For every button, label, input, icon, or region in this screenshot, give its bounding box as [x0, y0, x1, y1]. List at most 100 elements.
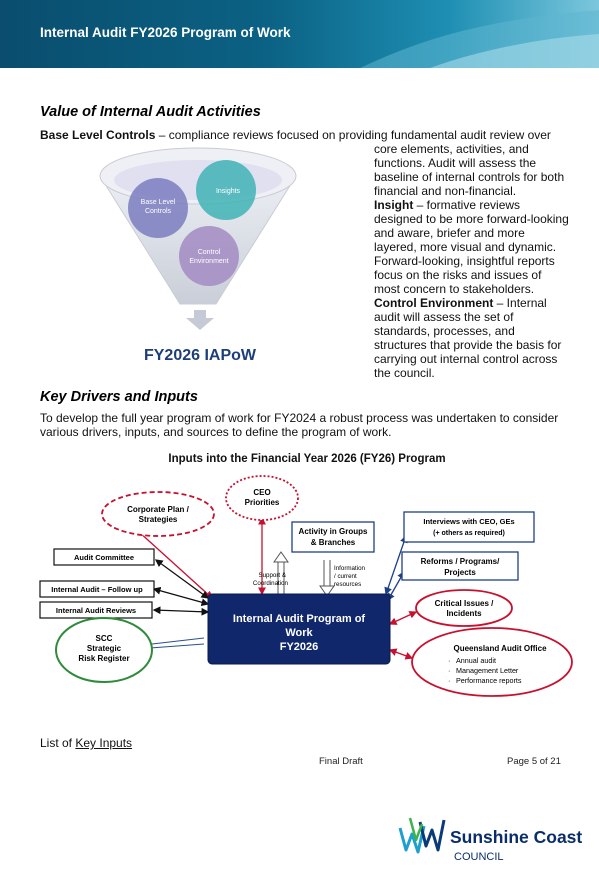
- diagram-title: Inputs into the Financial Year 2026 (FY2…: [168, 453, 445, 465]
- page-header: Internal Audit FY2026 Program of Work: [0, 0, 599, 68]
- funnel-caption: FY2026 IAPoW: [144, 347, 257, 364]
- list-prefix: List of: [40, 736, 76, 750]
- diagram-connectors: [127, 516, 418, 660]
- center-line3: FY2026: [280, 641, 319, 653]
- insight-line: Insight – formative reviews: [374, 198, 594, 212]
- corporate-plan-node: [101, 491, 215, 537]
- footer-page-number: Page 5 of 21: [507, 756, 561, 767]
- inputs-diagram: Inputs into the Financial Year 2026 (FY2…: [39, 453, 573, 697]
- section-heading-value: Value of Internal Audit Activities: [40, 104, 261, 120]
- insight-text: – formative reviews: [413, 198, 521, 212]
- key-inputs-link[interactable]: Key Inputs: [75, 736, 133, 750]
- ceo-line1: CEO: [253, 488, 270, 497]
- critical-line1: Critical Issues /: [435, 599, 494, 608]
- control-line: Control Environment – Internal: [374, 296, 594, 310]
- corporate-line1: Corporate Plan /: [127, 505, 190, 514]
- critical-issues-node: [415, 589, 513, 627]
- funnel-graphic: Base Level Controls Insights Control Env…: [99, 147, 297, 364]
- activity-line2: & Branches: [311, 538, 356, 547]
- control-line: carrying out internal control across: [374, 352, 558, 366]
- reviews-label: Internal Audit Reviews: [56, 606, 136, 615]
- control-text: – Internal: [493, 296, 547, 310]
- followup-label: Internal Audit – Follow up: [51, 585, 143, 594]
- scc-line3: Risk Register: [78, 654, 129, 663]
- qao-item: Annual audit: [456, 656, 496, 665]
- circle-insights: [196, 160, 256, 220]
- circle-base-line2: Controls: [145, 208, 172, 215]
- info-line3: resources: [334, 581, 361, 588]
- qao-item: Management Letter: [456, 666, 519, 675]
- document-title: Internal Audit FY2026 Program of Work: [40, 25, 291, 40]
- section-heading-drivers: Key Drivers and Inputs: [40, 389, 198, 405]
- base-level-paragraph: Base Level Controls – compliance reviews…: [40, 128, 551, 142]
- base-level-label: Base Level Controls: [40, 128, 156, 142]
- base-level-line: baseline of internal controls for both: [374, 170, 565, 184]
- logo-name: Sunshine Coast: [450, 827, 582, 847]
- insight-line: most concern to stakeholders.: [374, 282, 535, 296]
- critical-line2: Incidents: [446, 609, 482, 618]
- insight-line: layered, more visual and dynamic.: [374, 240, 557, 254]
- interviews-line2: (+ others as required): [433, 530, 505, 537]
- activity-groups-node: [291, 521, 375, 553]
- qao-bullet: ·: [448, 676, 450, 685]
- info-line1: Information: [334, 565, 366, 572]
- scc-risk-register-node: [55, 617, 153, 683]
- drivers-paragraph: To develop the full year program of work…: [40, 411, 595, 439]
- circle-control-line1: Control: [198, 249, 221, 256]
- drivers-line: various drivers, inputs, and sources to …: [40, 425, 392, 439]
- reforms-node: [401, 551, 519, 581]
- circle-control-environment: [179, 226, 239, 286]
- audit-committee-node: [53, 548, 155, 566]
- insight-label: Insight: [374, 198, 414, 212]
- qao-node: [411, 627, 573, 697]
- scc-line2: Strategic: [87, 644, 122, 653]
- control-line: structures that provide the basis for: [374, 338, 562, 352]
- center-line2: Work: [285, 627, 313, 639]
- control-line: standards, processes, and: [374, 324, 515, 338]
- activity-line1: Activity in Groups: [299, 527, 368, 536]
- followup-node: [39, 580, 155, 598]
- right-column-text: core elements, activities, and functions…: [374, 142, 594, 380]
- ceo-line2: Priorities: [245, 498, 280, 507]
- insight-line: designed to be more forward-looking: [374, 212, 569, 226]
- qao-bullet: ·: [448, 666, 450, 675]
- sunshine-coast-logo-icon: Sunshine Coast COUNCIL: [398, 817, 582, 863]
- down-arrow-icon: [186, 310, 214, 330]
- scc-line1: SCC: [96, 634, 113, 643]
- base-level-text: – compliance reviews focused on providin…: [155, 128, 551, 142]
- circle-control-line2: Environment: [189, 258, 228, 265]
- control-label: Control Environment: [374, 296, 494, 310]
- council-logo: Sunshine Coast COUNCIL: [396, 810, 596, 864]
- list-of-key-inputs: List of Key Inputs: [40, 736, 132, 750]
- center-line1: Internal Audit Program of: [233, 613, 366, 625]
- control-line: audit will assess the set of: [374, 310, 514, 324]
- header-wave-graphic: [360, 10, 599, 68]
- control-line: the council.: [374, 366, 435, 380]
- circle-base-level: [128, 178, 188, 238]
- audit-committee-label: Audit Committee: [74, 553, 134, 562]
- insight-line: Forward-looking, insightful reports: [374, 254, 555, 268]
- reforms-line1: Reforms / Programs/: [421, 557, 500, 566]
- drivers-line: To develop the full year program of work…: [40, 411, 559, 425]
- central-program-node: [207, 593, 391, 665]
- corporate-line2: Strategies: [139, 515, 178, 524]
- insight-line: and aware, briefer and more: [374, 226, 525, 240]
- base-level-line: core elements, activities, and: [374, 142, 529, 156]
- base-level-line: functions. Audit will assess the: [374, 156, 537, 170]
- interviews-node: [403, 511, 535, 543]
- info-line2: / current: [334, 573, 357, 580]
- base-level-line: financial and non-financial.: [374, 184, 517, 198]
- qao-title: Queensland Audit Office: [453, 644, 547, 653]
- support-line1: Support &: [258, 572, 286, 579]
- qao-item: Performance reports: [456, 676, 522, 685]
- footer-status: Final Draft: [319, 756, 363, 767]
- ceo-priorities-node: [225, 475, 299, 521]
- insight-line: focus on the risks and issues of: [374, 268, 542, 282]
- circle-insights-label: Insights: [216, 188, 241, 195]
- logo-sub: COUNCIL: [454, 851, 504, 863]
- qao-bullet: ·: [448, 656, 450, 665]
- support-line2: Coordination: [253, 580, 289, 587]
- circle-base-line1: Base Level: [141, 199, 176, 206]
- reforms-line2: Projects: [444, 568, 476, 577]
- interviews-line1: Interviews with CEO, GEs: [423, 517, 514, 526]
